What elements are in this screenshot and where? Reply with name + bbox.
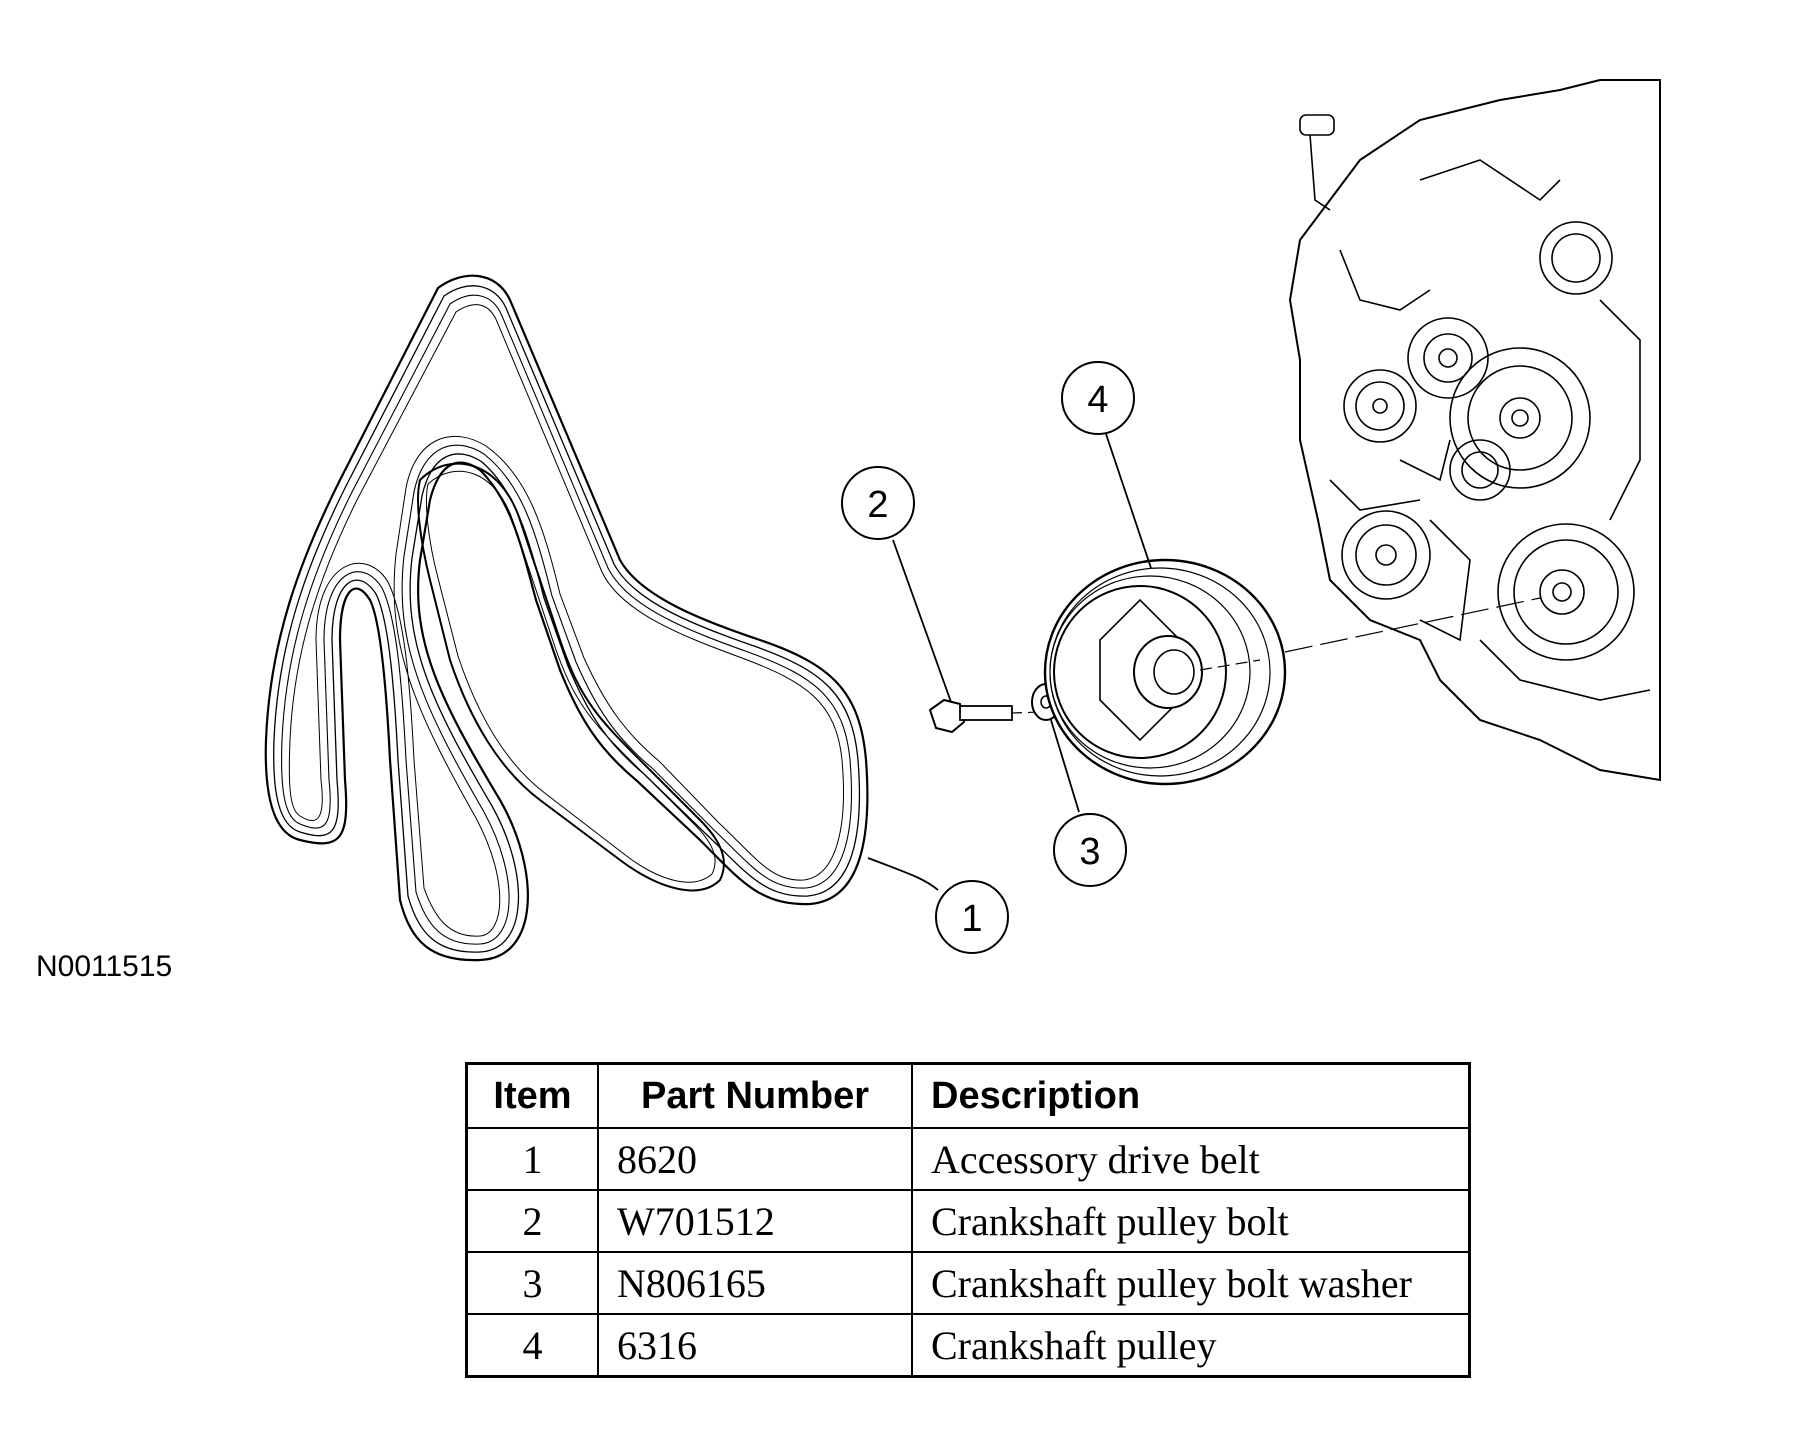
cell-item: 3: [465, 1251, 599, 1315]
crankshaft-pulley: [1043, 558, 1541, 786]
accessory-drive-belt: [264, 274, 869, 962]
cell-part-number: W701512: [597, 1189, 913, 1253]
cell-description: Crankshaft pulley: [911, 1313, 1471, 1378]
crankshaft-pulley-bolt: [928, 698, 1041, 734]
cell-item: 4: [465, 1313, 599, 1378]
callout-4-label: 4: [1087, 379, 1108, 421]
table-row: 2 W701512 Crankshaft pulley bolt: [465, 1189, 1471, 1253]
belt-diagram: 1 2 3 4: [264, 79, 1661, 962]
callout-leaders: [867, 430, 1152, 891]
leader-3: [1050, 719, 1080, 813]
belt-inner-loop: [417, 462, 725, 892]
cell-part-number: 6316: [597, 1313, 913, 1378]
callout-1-label: 1: [961, 898, 982, 940]
header-item: Item: [465, 1062, 599, 1129]
figure-id: N0011515: [36, 950, 173, 983]
leader-1: [867, 857, 939, 891]
cell-description: Crankshaft pulley bolt: [911, 1189, 1471, 1253]
cell-part-number: 8620: [597, 1127, 913, 1191]
table-row: 1 8620 Accessory drive belt: [465, 1127, 1471, 1191]
table-header-row: Item Part Number Description: [465, 1062, 1471, 1129]
callout-2-label: 2: [867, 484, 888, 526]
header-part-number: Part Number: [597, 1062, 913, 1129]
cell-description: Crankshaft pulley bolt washer: [911, 1251, 1471, 1315]
engine-front-illustration: [1288, 79, 1661, 782]
cell-item: 2: [465, 1189, 599, 1253]
callout-3-label: 3: [1079, 831, 1100, 873]
table-row: 4 6316 Crankshaft pulley: [465, 1313, 1471, 1378]
parts-table: Item Part Number Description 1 8620 Acce…: [465, 1062, 1471, 1378]
cell-item: 1: [465, 1127, 599, 1191]
callout-2: 2: [841, 466, 915, 540]
header-description: Description: [911, 1062, 1471, 1129]
callout-3: 3: [1053, 813, 1127, 887]
table-row: 3 N806165 Crankshaft pulley bolt washer: [465, 1251, 1471, 1315]
cell-part-number: N806165: [597, 1251, 913, 1315]
cell-description: Accessory drive belt: [911, 1127, 1471, 1191]
callout-4: 4: [1061, 361, 1135, 435]
leader-4: [1104, 430, 1152, 569]
leader-2: [892, 539, 952, 703]
callout-1: 1: [935, 880, 1009, 954]
